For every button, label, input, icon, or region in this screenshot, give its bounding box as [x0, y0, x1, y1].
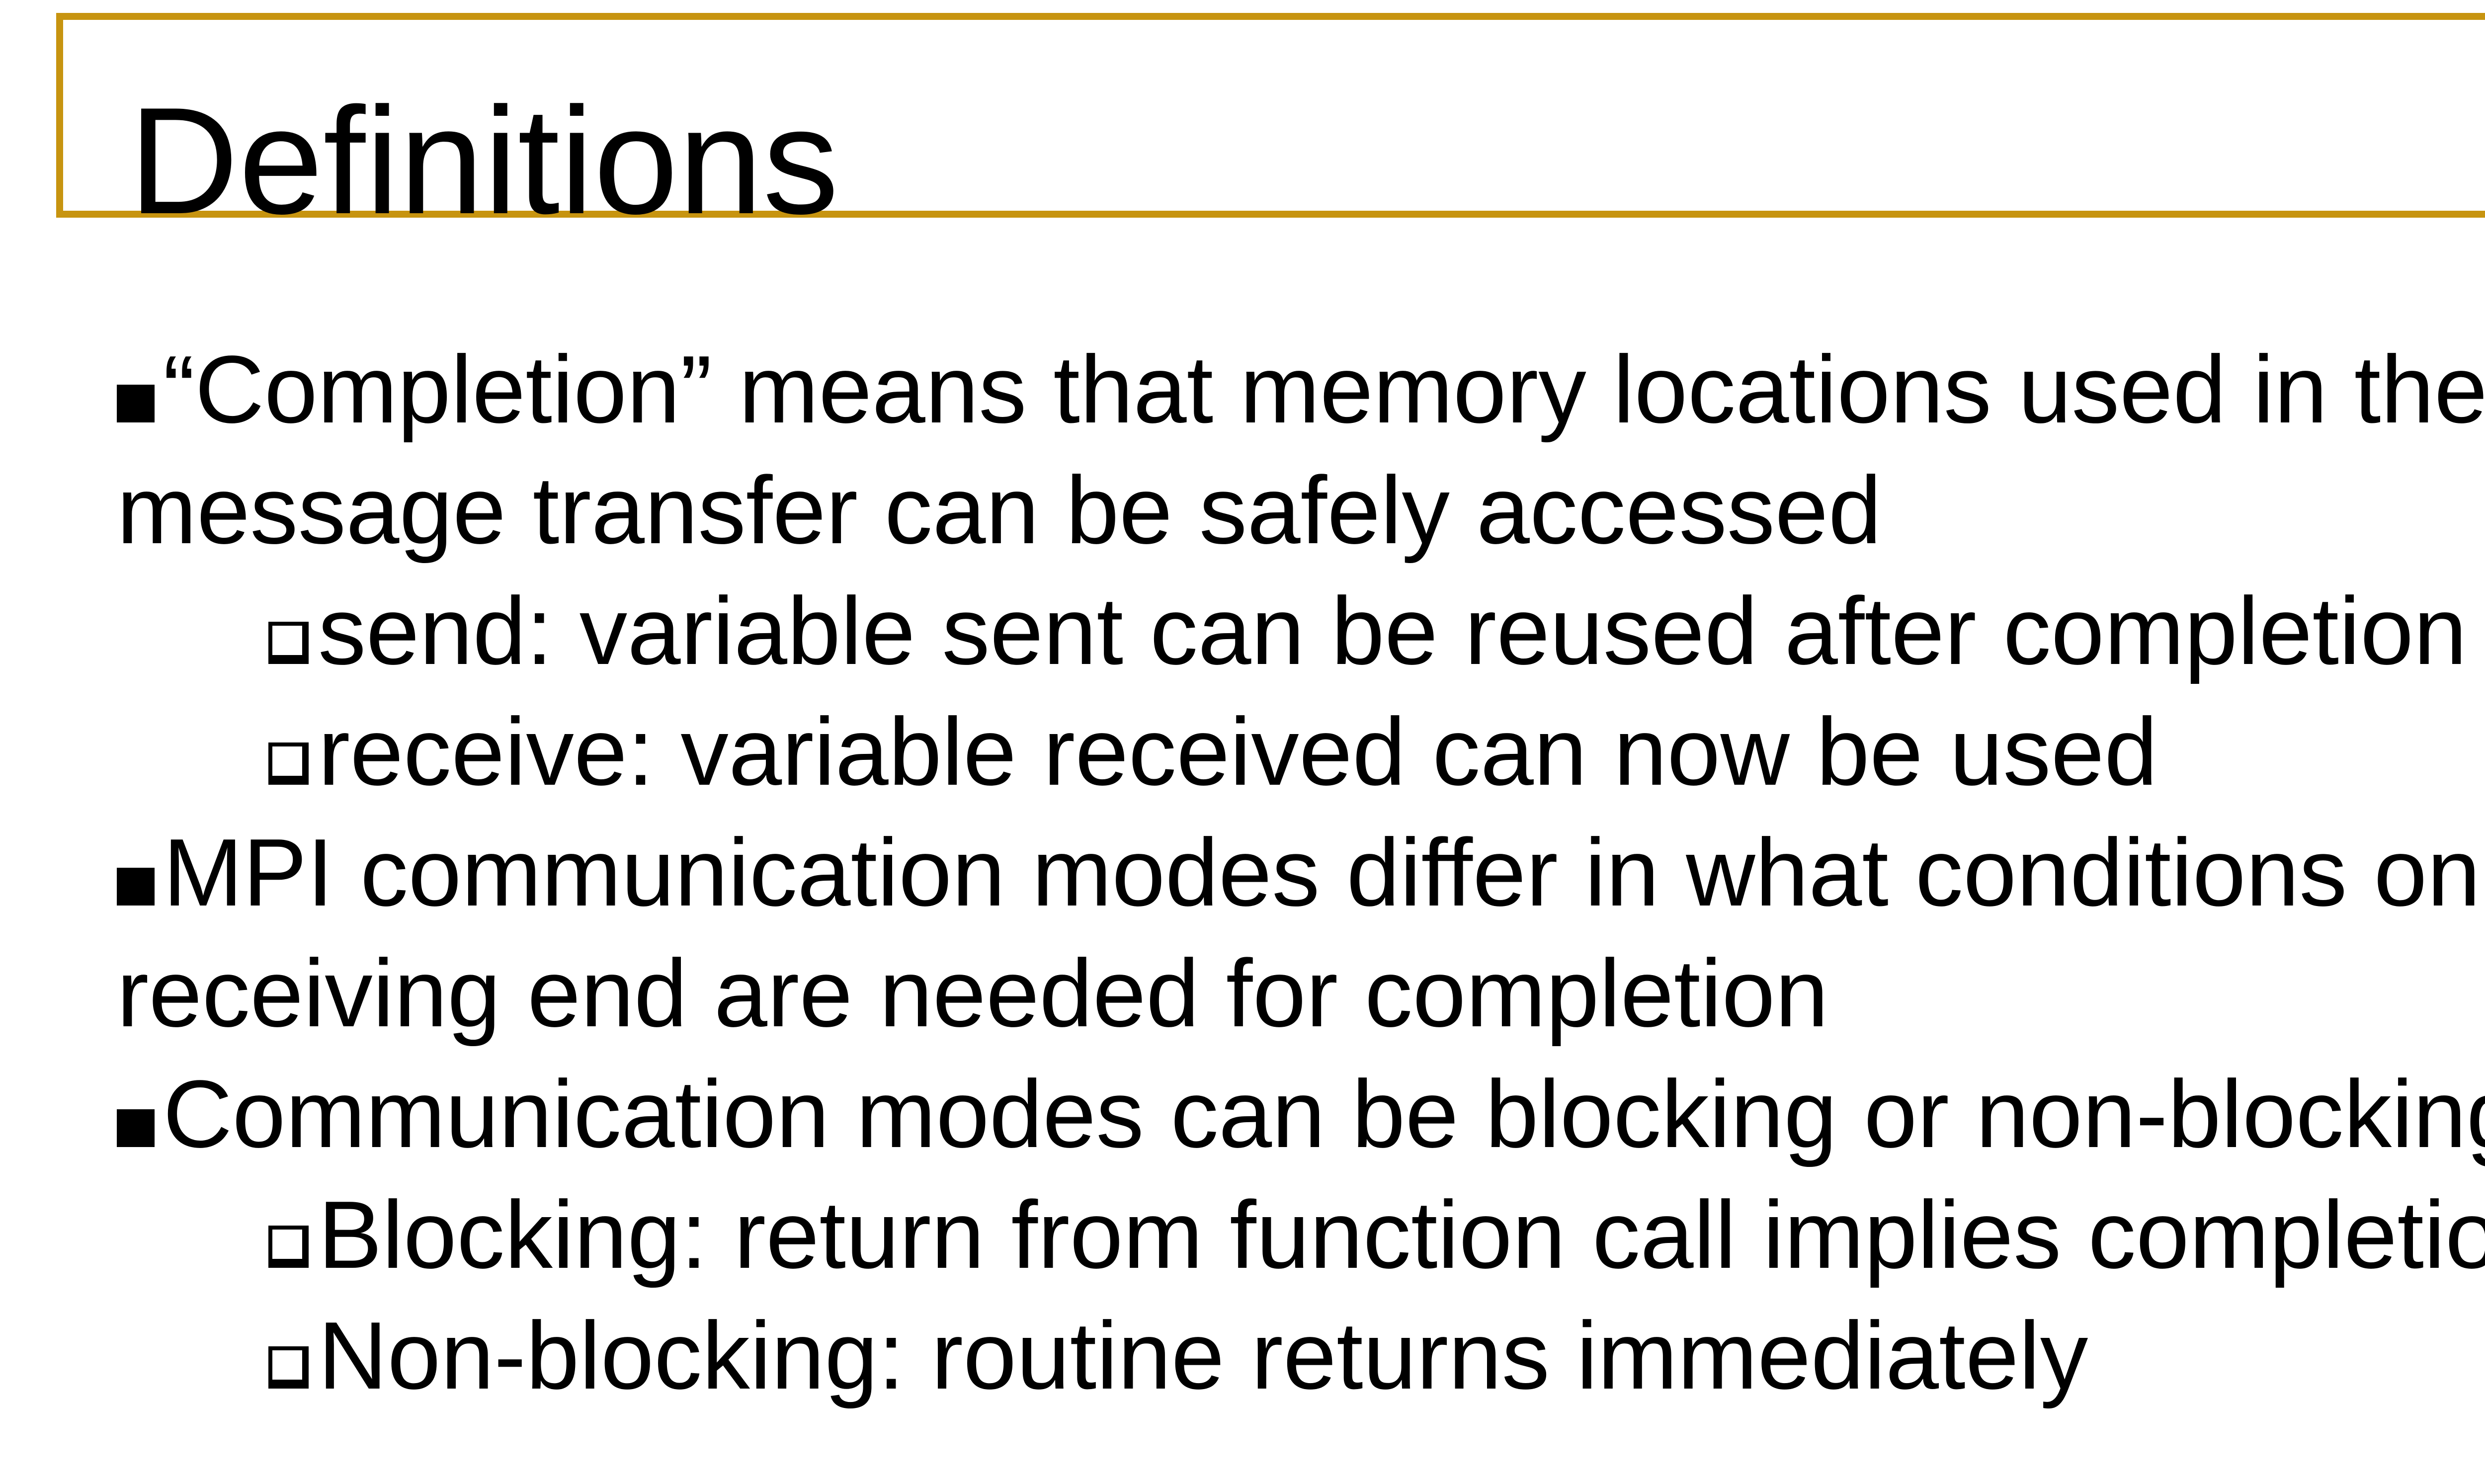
list-subitem: send: variable sent can be reused after …	[268, 571, 2485, 691]
list-item-continuation: receiving end are needed for completion	[117, 933, 2485, 1054]
list-subitem: Blocking: return from function call impl…	[268, 1174, 2485, 1295]
solid-square-bullet-icon	[117, 868, 155, 906]
list-item-continuation: message transfer can be safely accessed	[117, 450, 2485, 571]
list-item-text: Blocking: return from function call impl…	[318, 1181, 2485, 1288]
list-item-text: “Completion” means that memory locations…	[163, 335, 2485, 443]
list-subitem: Non-blocking: routine returns immediatel…	[268, 1295, 2485, 1416]
hollow-square-bullet-icon	[268, 1226, 309, 1268]
list-item-text: message transfer can be safely accessed	[117, 456, 1882, 564]
slide-title: Definitions	[129, 76, 839, 246]
list-item-text: receive: variable received can now be us…	[318, 698, 2158, 805]
list-item-text: Non-blocking: routine returns immediatel…	[318, 1302, 2088, 1409]
title-border-box: Definitions	[56, 13, 2485, 237]
list-item-text: Communication modes can be blocking or n…	[163, 1060, 2485, 1167]
list-subitem: receive: variable received can now be us…	[268, 691, 2485, 812]
list-item-text: MPI communication modes differ in what c…	[163, 819, 2485, 926]
list-item-text: receiving end are needed for completion	[117, 939, 1829, 1047]
list-item-text: send: variable sent can be reused after …	[318, 577, 2467, 684]
list-item: Communication modes can be blocking or n…	[117, 1054, 2485, 1174]
solid-square-bullet-icon	[117, 1109, 155, 1147]
list-item: MPI communication modes differ in what c…	[117, 812, 2485, 933]
solid-square-bullet-icon	[117, 385, 155, 422]
hollow-square-bullet-icon	[268, 742, 309, 785]
hollow-square-bullet-icon	[268, 622, 309, 664]
slide-body: “Completion” means that memory locations…	[0, 329, 2485, 1416]
list-item: “Completion” means that memory locations…	[117, 329, 2485, 450]
hollow-square-bullet-icon	[268, 1346, 309, 1389]
